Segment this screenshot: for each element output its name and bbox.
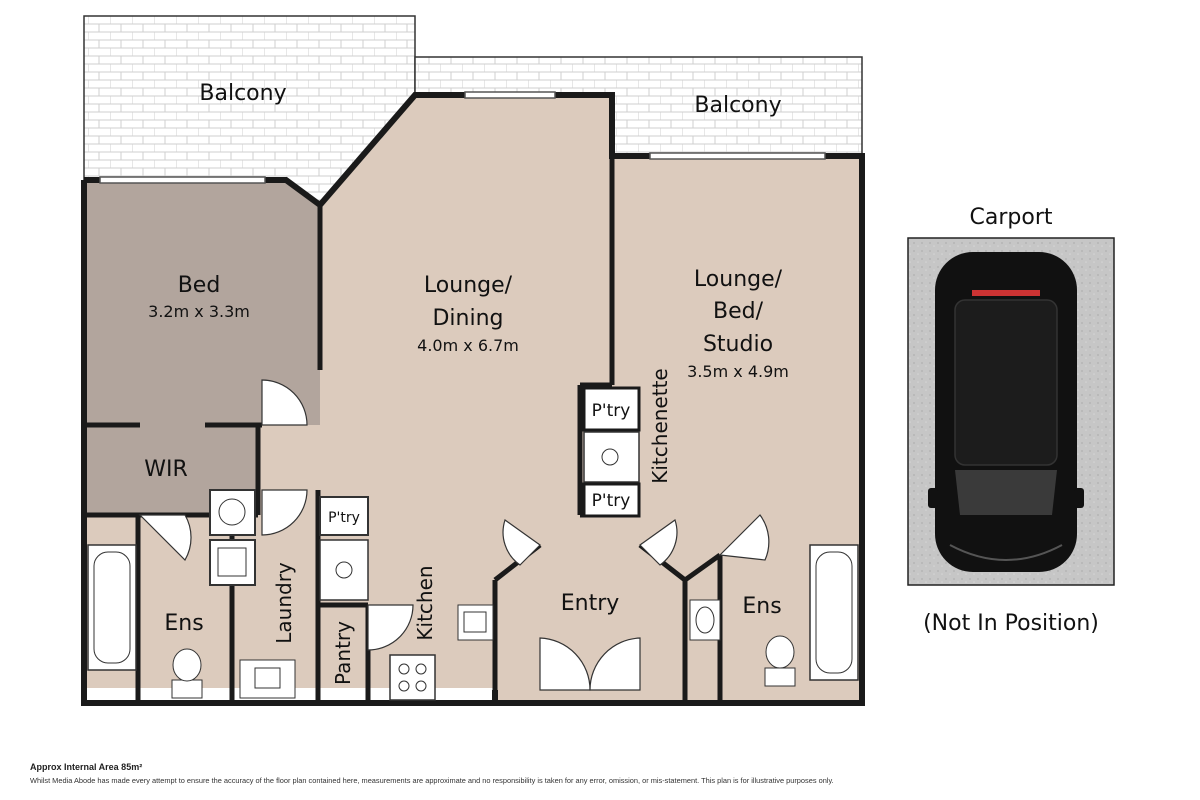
studio-dims: 3.5m x 4.9m bbox=[687, 362, 789, 381]
ptry-kitchen-label: P'try bbox=[328, 510, 360, 526]
laundry-tub bbox=[239, 659, 296, 699]
toilet-right bbox=[764, 635, 796, 687]
toilet-left bbox=[171, 648, 203, 699]
pantry-label: Pantry bbox=[331, 621, 355, 685]
bath-left bbox=[87, 544, 137, 671]
ens-right-label: Ens bbox=[742, 594, 781, 619]
door-swings bbox=[138, 379, 770, 691]
basin-right bbox=[689, 599, 721, 641]
carport-note: (Not In Position) bbox=[923, 611, 1099, 636]
balcony-right-label: Balcony bbox=[694, 93, 781, 118]
kitchenette-boxes bbox=[582, 386, 641, 518]
ptry-kitchen-box bbox=[319, 496, 369, 536]
carport-title: Carport bbox=[970, 205, 1053, 230]
ens-left-label: Ens bbox=[164, 611, 203, 636]
lounge-dining-label-2: Dining bbox=[432, 306, 503, 331]
ptry-lower-label: P'try bbox=[592, 491, 631, 511]
bed-label: Bed bbox=[178, 273, 221, 298]
bedroom-area bbox=[84, 180, 320, 425]
kitchen-label: Kitchen bbox=[413, 565, 437, 640]
studio-label-1: Lounge/ bbox=[694, 267, 783, 292]
lounge-dining-label-1: Lounge/ bbox=[424, 273, 513, 298]
bed-dims: 3.2m x 3.3m bbox=[148, 302, 250, 321]
kitchen-sink bbox=[457, 604, 494, 641]
area-note: Approx Internal Area 85m² bbox=[30, 762, 143, 772]
studio-label-2: Bed/ bbox=[713, 299, 764, 324]
entry-label: Entry bbox=[561, 591, 620, 616]
bath-right bbox=[809, 544, 859, 681]
washer-dryer bbox=[209, 489, 256, 586]
kitchenette-label: Kitchenette bbox=[648, 368, 672, 483]
wir-label: WIR bbox=[144, 457, 188, 482]
fridge-kitchen bbox=[319, 539, 369, 601]
car-icon bbox=[928, 252, 1084, 572]
laundry-label: Laundry bbox=[272, 562, 296, 644]
lounge-dining-dims: 4.0m x 6.7m bbox=[417, 336, 519, 355]
sliding-doors bbox=[99, 91, 826, 184]
footer: Approx Internal Area 85m² Whilst Media A… bbox=[30, 762, 1180, 785]
disclaimer: Whilst Media Abode has made every attemp… bbox=[30, 776, 834, 785]
cooktop bbox=[389, 654, 436, 701]
studio-label-3: Studio bbox=[703, 332, 773, 357]
balcony-left-label: Balcony bbox=[199, 81, 286, 106]
ptry-upper-label: P'try bbox=[592, 401, 631, 421]
